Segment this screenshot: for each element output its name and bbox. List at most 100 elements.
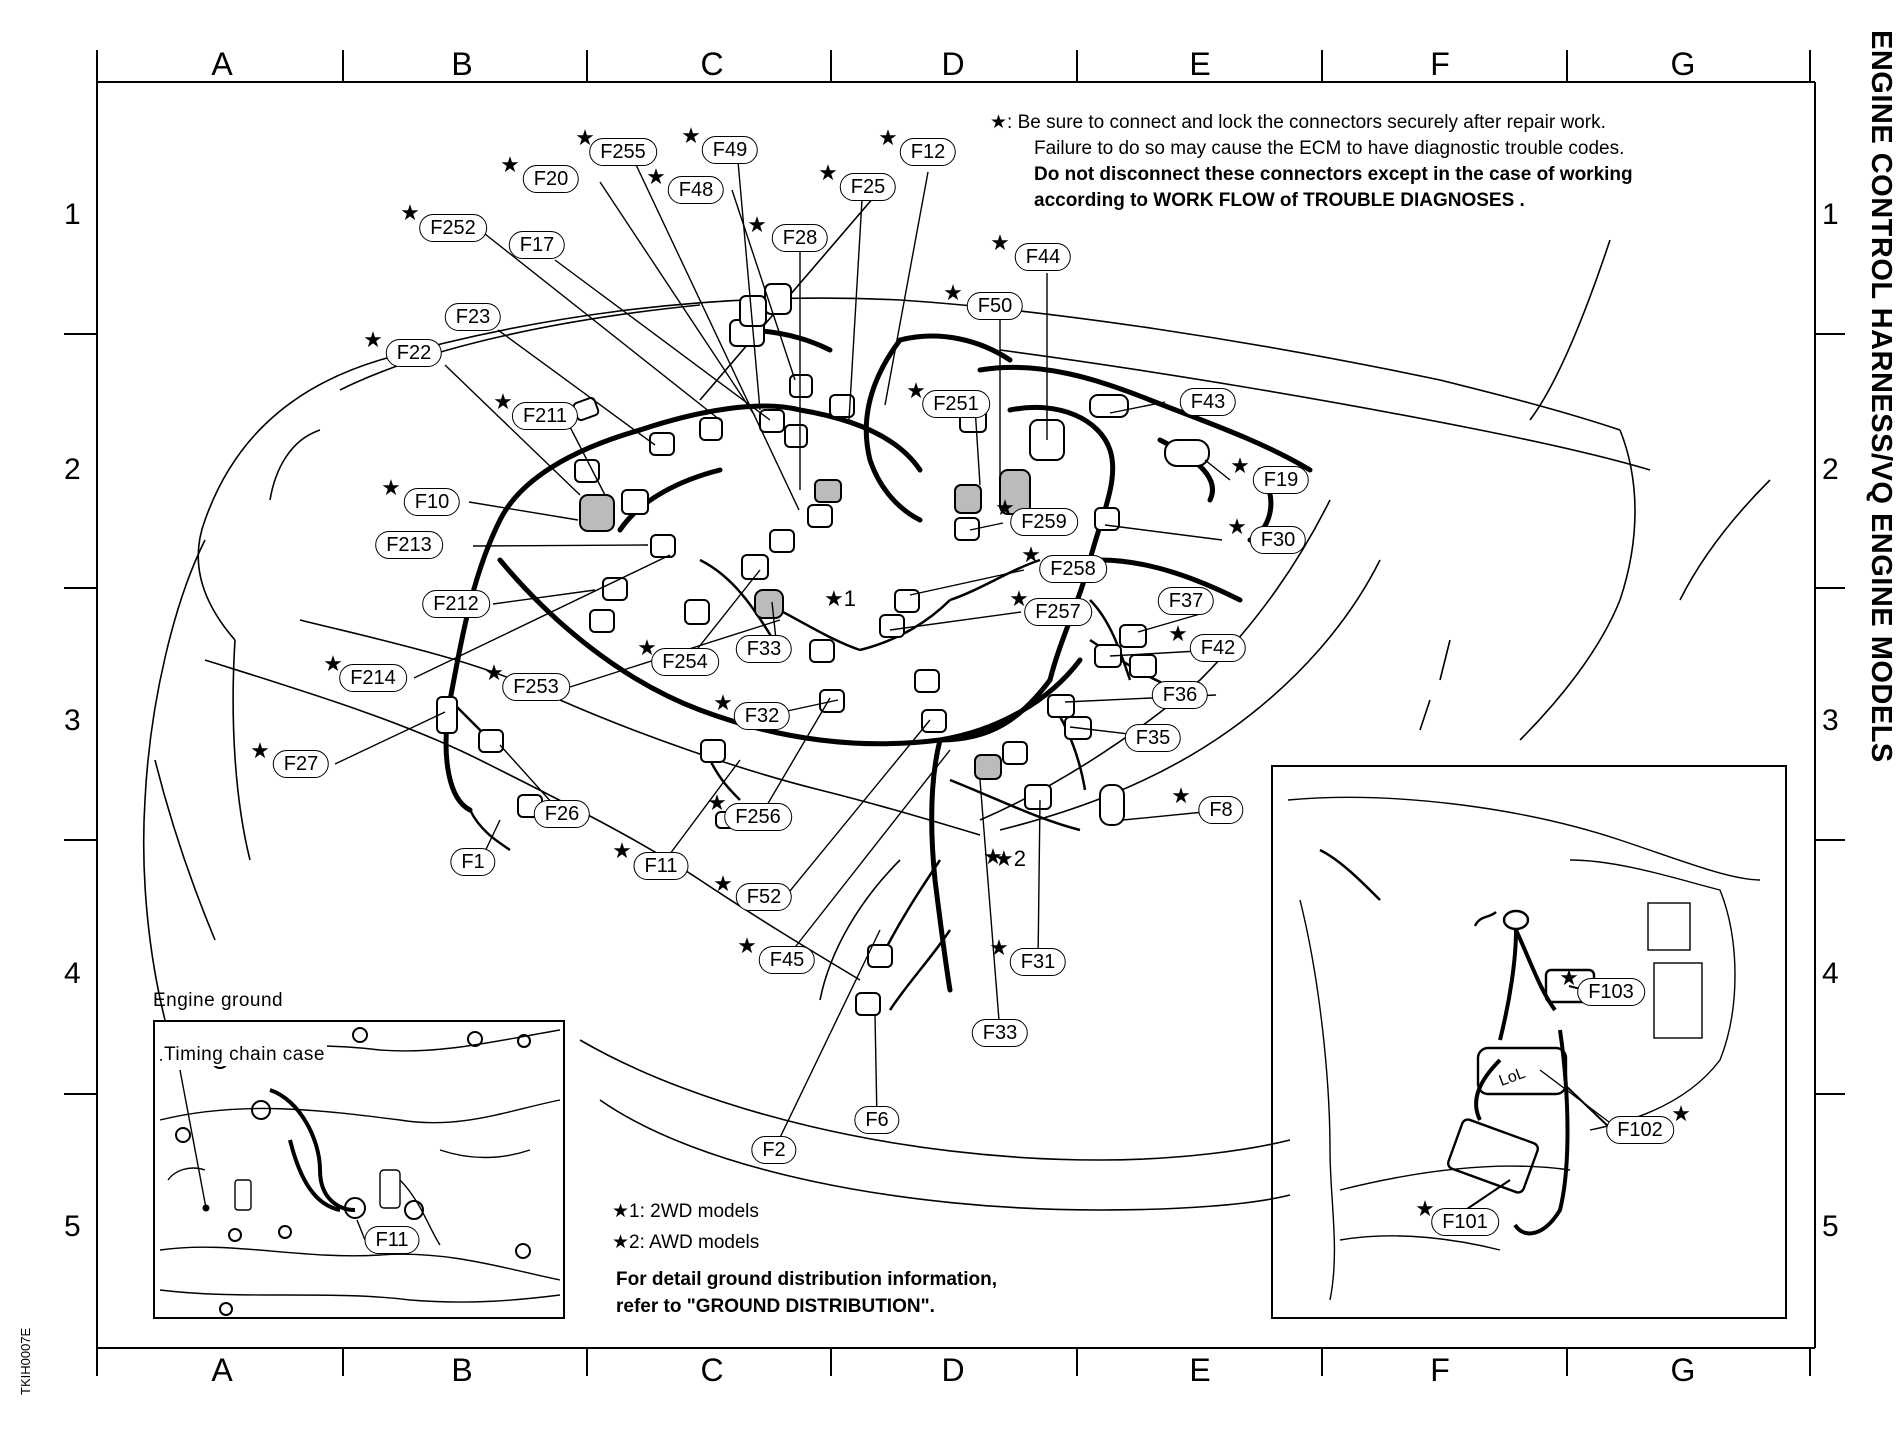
- connector-label: F6: [854, 1106, 900, 1134]
- star-icon: ★: [1021, 542, 1041, 567]
- note-line: according to WORK FLOW of TROUBLE DIAGNO…: [1034, 190, 1525, 211]
- connector-label: F10: [403, 488, 461, 516]
- column-label-bottom: B: [451, 1352, 473, 1388]
- star-icon: ★: [1671, 1101, 1691, 1126]
- star-icon: ★: [646, 164, 666, 189]
- star-icon: ★: [575, 125, 595, 150]
- note-line: Do not disconnect these connectors excep…: [1034, 164, 1633, 185]
- caution-note: ★: Be sure to connect and lock the conne…: [990, 110, 1633, 214]
- star-icon: ★: [323, 651, 343, 676]
- column-label-bottom: E: [1189, 1352, 1211, 1388]
- connector-label: F23: [444, 303, 502, 331]
- connector-label: F214: [339, 664, 407, 692]
- row-label-left: 2: [64, 453, 81, 486]
- star-icon: ★: [612, 838, 632, 863]
- star-icon: ★: [990, 230, 1010, 255]
- connector-label: F28: [771, 224, 829, 252]
- star-icon: ★: [500, 152, 520, 177]
- column-label-bottom: A: [211, 1352, 233, 1388]
- connector-label: F251: [922, 390, 990, 418]
- connector-label: F101: [1431, 1208, 1499, 1236]
- connector-label: F259: [1010, 508, 1078, 536]
- footnote-awd: ★2: AWD models: [612, 1232, 760, 1253]
- connector-label: F32: [733, 702, 791, 730]
- connector-label: F49: [701, 136, 759, 164]
- image-code: TKIH0007E: [18, 1327, 33, 1395]
- star-icon: ★: [995, 495, 1015, 520]
- connector-label: F22: [385, 339, 443, 367]
- ground-note: For detail ground distribution informati…: [616, 1269, 998, 1290]
- footnote-2wd: ★1: 2WD models: [612, 1201, 759, 1222]
- svg-text:LoL: LoL: [1497, 1065, 1528, 1090]
- connector-label: F11: [633, 852, 689, 880]
- star-icon: ★: [707, 790, 727, 815]
- connector-label: F257: [1024, 598, 1092, 626]
- connector-label: F102: [1606, 1116, 1674, 1144]
- row-label-right: 1: [1822, 198, 1839, 231]
- connector-label: F258: [1039, 555, 1107, 583]
- leader-lines: [334, 149, 1610, 1151]
- ground-note: refer to "GROUND DISTRIBUTION".: [616, 1296, 935, 1317]
- star-icon: ★: [1227, 514, 1247, 539]
- connector-label: F8: [1198, 796, 1244, 824]
- connector-label: F50: [966, 292, 1024, 320]
- column-label-bottom: C: [700, 1352, 724, 1388]
- connector-label: F1: [450, 848, 496, 876]
- star-icon: ★: [1168, 621, 1188, 646]
- connector-label: F256: [724, 803, 792, 831]
- column-label-top: F: [1430, 46, 1450, 82]
- connector-label: F33: [971, 1019, 1029, 1047]
- connector-label: F52: [735, 883, 793, 911]
- star-icon: ★: [681, 123, 701, 148]
- row-label-right: 5: [1822, 1210, 1839, 1243]
- star-icon: ★: [484, 660, 504, 685]
- star-icon: ★: [713, 690, 733, 715]
- star-icon: ★: [990, 112, 1008, 133]
- connector-label: F211: [511, 402, 579, 430]
- row-label-left: 5: [64, 1210, 81, 1243]
- connector-label: F254: [651, 648, 719, 676]
- connector-label: F37: [1157, 587, 1215, 615]
- star-icon: ★: [737, 933, 757, 958]
- awd-marker: ★2: [994, 846, 1026, 871]
- star-icon: ★: [906, 378, 926, 403]
- f10x-inset: LoL: [1271, 765, 1787, 1319]
- note-line: : Be sure to connect and lock the connec…: [1007, 112, 1606, 133]
- connector-label: F255: [589, 138, 657, 166]
- connector-label: F30: [1249, 526, 1307, 554]
- row-label-right: 4: [1822, 957, 1839, 990]
- connector-label: F212: [422, 590, 490, 618]
- connector-label: F213: [375, 531, 443, 559]
- star-icon: ★: [878, 125, 898, 150]
- star-icon: ★1: [824, 586, 856, 611]
- connector-bodies: [436, 283, 1210, 1016]
- connector-label: F33: [735, 635, 793, 663]
- star-icon: ★: [493, 389, 513, 414]
- column-label-top: G: [1670, 46, 1696, 82]
- star-icon: ★: [637, 635, 657, 660]
- connector-label: F253: [502, 673, 570, 701]
- star-icon: ★: [713, 871, 733, 896]
- column-label-top: E: [1189, 46, 1211, 82]
- star-icon: ★: [943, 280, 963, 305]
- column-label-bottom: F: [1430, 1352, 1450, 1388]
- star-icon: ★: [1559, 965, 1579, 990]
- star-icon: ★: [983, 844, 1003, 869]
- connector-label: F20: [522, 165, 580, 193]
- connector-label: F35: [1124, 724, 1182, 752]
- vehicle-body-outline: [142, 189, 1771, 1211]
- connector-label: F36: [1151, 681, 1209, 709]
- connector-label: F25: [839, 173, 897, 201]
- connector-label: F26: [533, 800, 591, 828]
- row-label-left: 1: [64, 198, 81, 231]
- connector-label: F12: [899, 138, 957, 166]
- column-label-bottom: G: [1670, 1352, 1696, 1388]
- connector-label: F17: [508, 231, 566, 259]
- connector-label: F42: [1189, 634, 1247, 662]
- column-label-top: B: [451, 46, 473, 82]
- star-icon: ★: [1415, 1196, 1435, 1221]
- star-icon: ★: [818, 160, 838, 185]
- connector-label: F48: [667, 176, 725, 204]
- inset-label: Timing chain case: [162, 1044, 327, 1066]
